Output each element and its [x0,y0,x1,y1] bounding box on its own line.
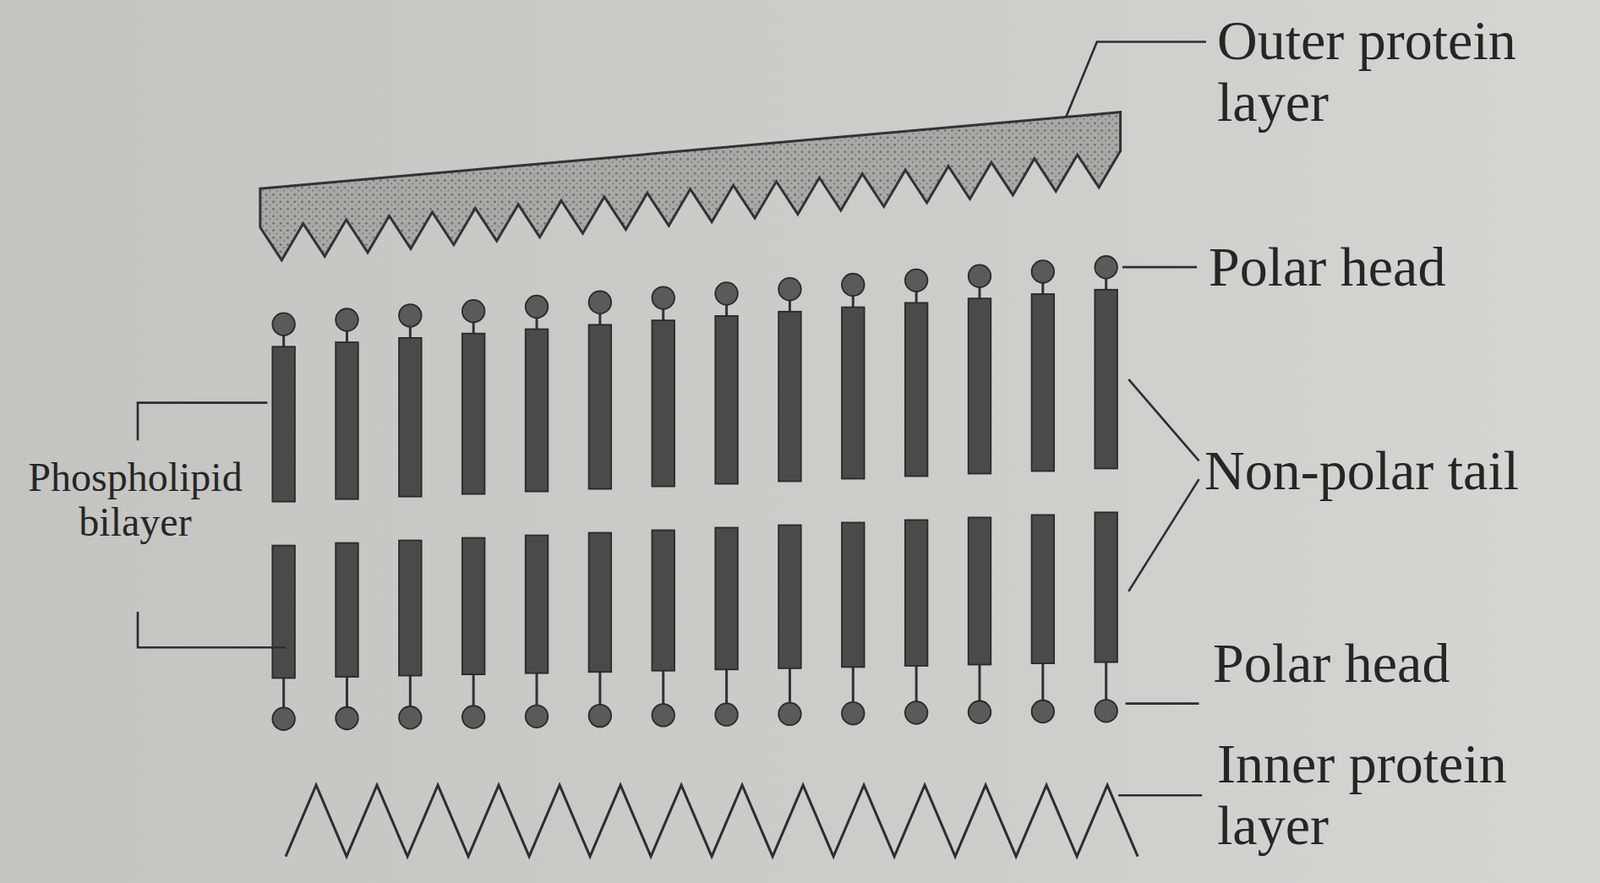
non-polar-tail [905,519,929,667]
phospholipid-pair [272,312,295,731]
polar-head [651,704,675,727]
polar-head [1094,256,1118,279]
non-polar-tail [335,543,359,678]
phospholipid-pair [651,286,675,727]
part-label: Polar head [1208,236,1581,299]
part-name: Phospholipid bilayer [8,455,263,546]
polar-head [462,705,486,729]
inner-protein-layer [285,785,1138,857]
non-polar-tail [462,538,486,676]
non-polar-tail [778,524,802,668]
phospholipid-pair [841,273,865,726]
non-polar-tail [525,329,549,492]
part-label: Polar head [1212,633,1585,695]
polar-head [715,703,738,727]
polar-head [715,282,738,306]
phospholipid-pair [525,295,549,728]
polar-head [335,308,359,332]
polar-head [589,291,612,315]
non-polar-tail [272,346,295,502]
non-polar-tail [335,342,359,500]
polar-head [1094,699,1118,723]
non-polar-tail [778,311,802,482]
phospholipid-pair [589,291,612,728]
non-polar-tail [968,517,992,665]
polar-head [841,273,865,297]
phospholipid-pair [398,304,422,729]
polar-head [462,300,486,323]
polar-head [335,707,359,731]
polar-head [841,702,865,726]
polar-head [905,269,929,293]
polar-head [651,286,675,310]
outer-protein-layer [260,112,1121,261]
phospholipid-pair [715,282,738,727]
leader-line [1125,702,1200,705]
part-label: Non-polar tail [1204,440,1594,503]
polar-head [272,707,295,731]
phospholipid-bilayer [272,256,1118,731]
polar-head [905,701,929,725]
non-polar-tail [1094,289,1118,470]
polar-head [525,705,549,729]
non-polar-tail [462,333,486,495]
leader-line [1066,41,1207,116]
non-polar-tail [1032,294,1055,471]
protein-band [260,112,1121,261]
protein-zigzag [285,785,1138,857]
polar-head [1032,260,1055,284]
polar-head [525,295,549,319]
phospholipid-pair [778,278,802,726]
phospholipid-pair [1032,260,1055,723]
leader-line [1118,794,1202,798]
non-polar-tail [651,320,675,487]
polar-head [1032,700,1055,724]
polar-head [778,278,802,301]
phospholipid-pair [335,308,359,730]
non-polar-tail [398,540,422,677]
polar-head [398,706,422,730]
bracket [137,611,286,648]
part-label: Inner protein layer [1217,733,1590,857]
polar-head [272,312,295,336]
polar-head [589,704,612,728]
non-polar-tail [589,532,612,672]
polar-head [778,703,802,727]
non-polar-tail [905,302,929,476]
leader-line [1128,479,1199,592]
leader-lines [137,41,1207,796]
non-polar-tail [398,338,422,497]
polar-head [968,700,992,724]
polar-head [398,304,422,328]
non-polar-tail [1032,514,1055,664]
non-polar-tail [841,522,865,667]
phospholipid-pair [968,264,992,724]
non-polar-tail [841,307,865,480]
non-polar-tail [715,316,738,485]
non-polar-tail [589,324,612,489]
non-polar-tail [1094,512,1118,662]
non-polar-tail [968,298,992,474]
part-label: Outer protein layer [1217,10,1590,133]
bracket [137,403,268,442]
non-polar-tail [525,535,549,674]
phospholipid-pair [462,300,486,729]
phospholipid-pair [1094,256,1118,723]
non-polar-tail [651,529,675,671]
leader-line [1128,379,1199,462]
non-polar-tail [272,546,295,679]
polar-head [968,264,992,288]
leader-line [1122,266,1197,269]
phospholipid-pair [905,269,929,725]
non-polar-tail [715,527,738,670]
